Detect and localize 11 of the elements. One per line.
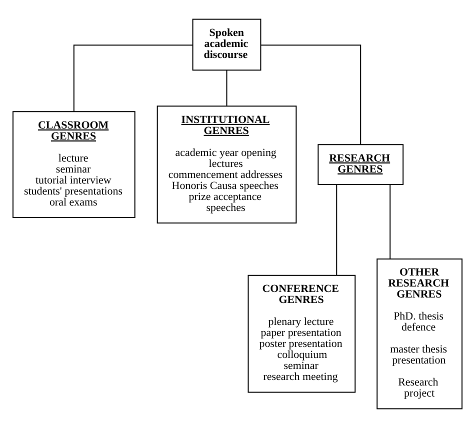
node-box: CONFERENCE GENRES plenary lecture paper presentation poster presentation colloquium seminar research meeting	[247, 274, 356, 393]
connector	[389, 184, 390, 260]
node-box: INSTITUTIONAL GENRES academic year opening lectures commencement addresses Honoris Causa speeches prize acceptance speeches	[156, 106, 296, 224]
node-box: RESEARCH GENRES	[317, 144, 404, 186]
connector	[72, 44, 192, 112]
node-box: Spoken academic discourse	[192, 18, 261, 71]
connector	[336, 184, 337, 276]
node-box: CLASSROOM GENRES lecture seminar tutorial interview students' presentations oral exams	[12, 111, 135, 218]
connector	[260, 44, 361, 146]
connector	[226, 70, 227, 106]
node-box: OTHER RESEARCH GENRES PhD. thesis defence master thesis presentation Research project	[376, 258, 462, 410]
